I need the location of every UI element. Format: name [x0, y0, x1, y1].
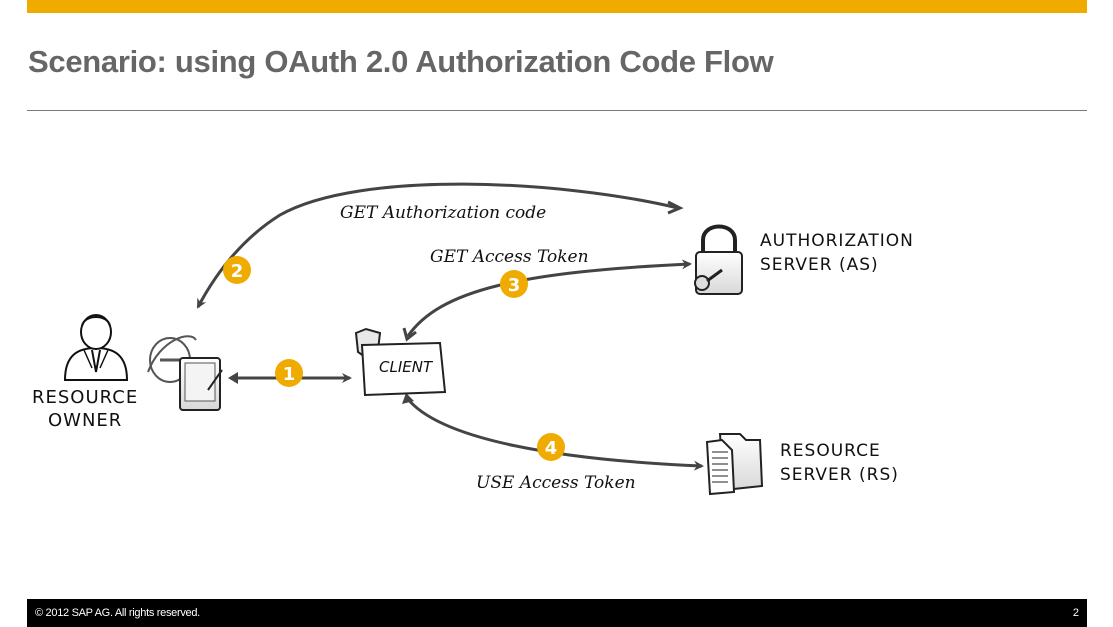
resource-server-label-line2: SERVER (RS) — [780, 465, 899, 485]
documents-folder-icon — [705, 433, 764, 496]
resource-owner-label-line2: OWNER — [48, 410, 122, 431]
step-badge-4-number: 4 — [545, 438, 558, 459]
arrow-step-3 — [406, 259, 692, 337]
arrow-step-3-head-client — [402, 327, 417, 342]
arrow-step-1-head-left — [228, 372, 238, 384]
client-box-icon — [354, 327, 447, 397]
footer-bar: © 2012 SAP AG. All rights reserved. 2 — [27, 599, 1087, 627]
padlock-icon — [694, 224, 743, 295]
arrow-step-4-head-client — [402, 393, 414, 404]
step-badge-1-number: 1 — [283, 364, 296, 385]
page-number: 2 — [1072, 607, 1079, 619]
oauth-flow-diagram: GET Authorization code GET Access Token … — [32, 182, 914, 496]
user-icon — [63, 314, 129, 381]
accent-bar — [27, 0, 1087, 13]
step-badge-1: 1 — [275, 359, 303, 387]
resource-owner-label-line1: RESOURCE — [32, 387, 138, 408]
arrow-step-4 — [405, 397, 704, 471]
client-label: CLIENT — [379, 358, 434, 376]
step-badge-2: 2 — [223, 256, 251, 284]
step-badge-4: 4 — [537, 433, 565, 461]
authorization-server-label-line2: SERVER (AS) — [760, 255, 879, 275]
browser-tablet-icon — [147, 335, 223, 411]
title-divider — [27, 110, 1087, 111]
step-badge-2-number: 2 — [231, 261, 244, 282]
step-badge-3-number: 3 — [508, 275, 521, 296]
step-2-label: GET Authorization code — [340, 203, 546, 223]
resource-server-label-line1: RESOURCE — [780, 441, 881, 461]
authorization-server-label-line1: AUTHORIZATION — [760, 231, 914, 251]
step-badge-3: 3 — [500, 270, 528, 298]
step-3-label: GET Access Token — [430, 247, 589, 267]
slide-title: Scenario: using OAuth 2.0 Authorization … — [28, 44, 774, 79]
copyright-text: © 2012 SAP AG. All rights reserved. — [35, 607, 200, 619]
step-4-label: USE Access Token — [476, 473, 636, 493]
arrow-step-2-head-right — [667, 200, 684, 215]
